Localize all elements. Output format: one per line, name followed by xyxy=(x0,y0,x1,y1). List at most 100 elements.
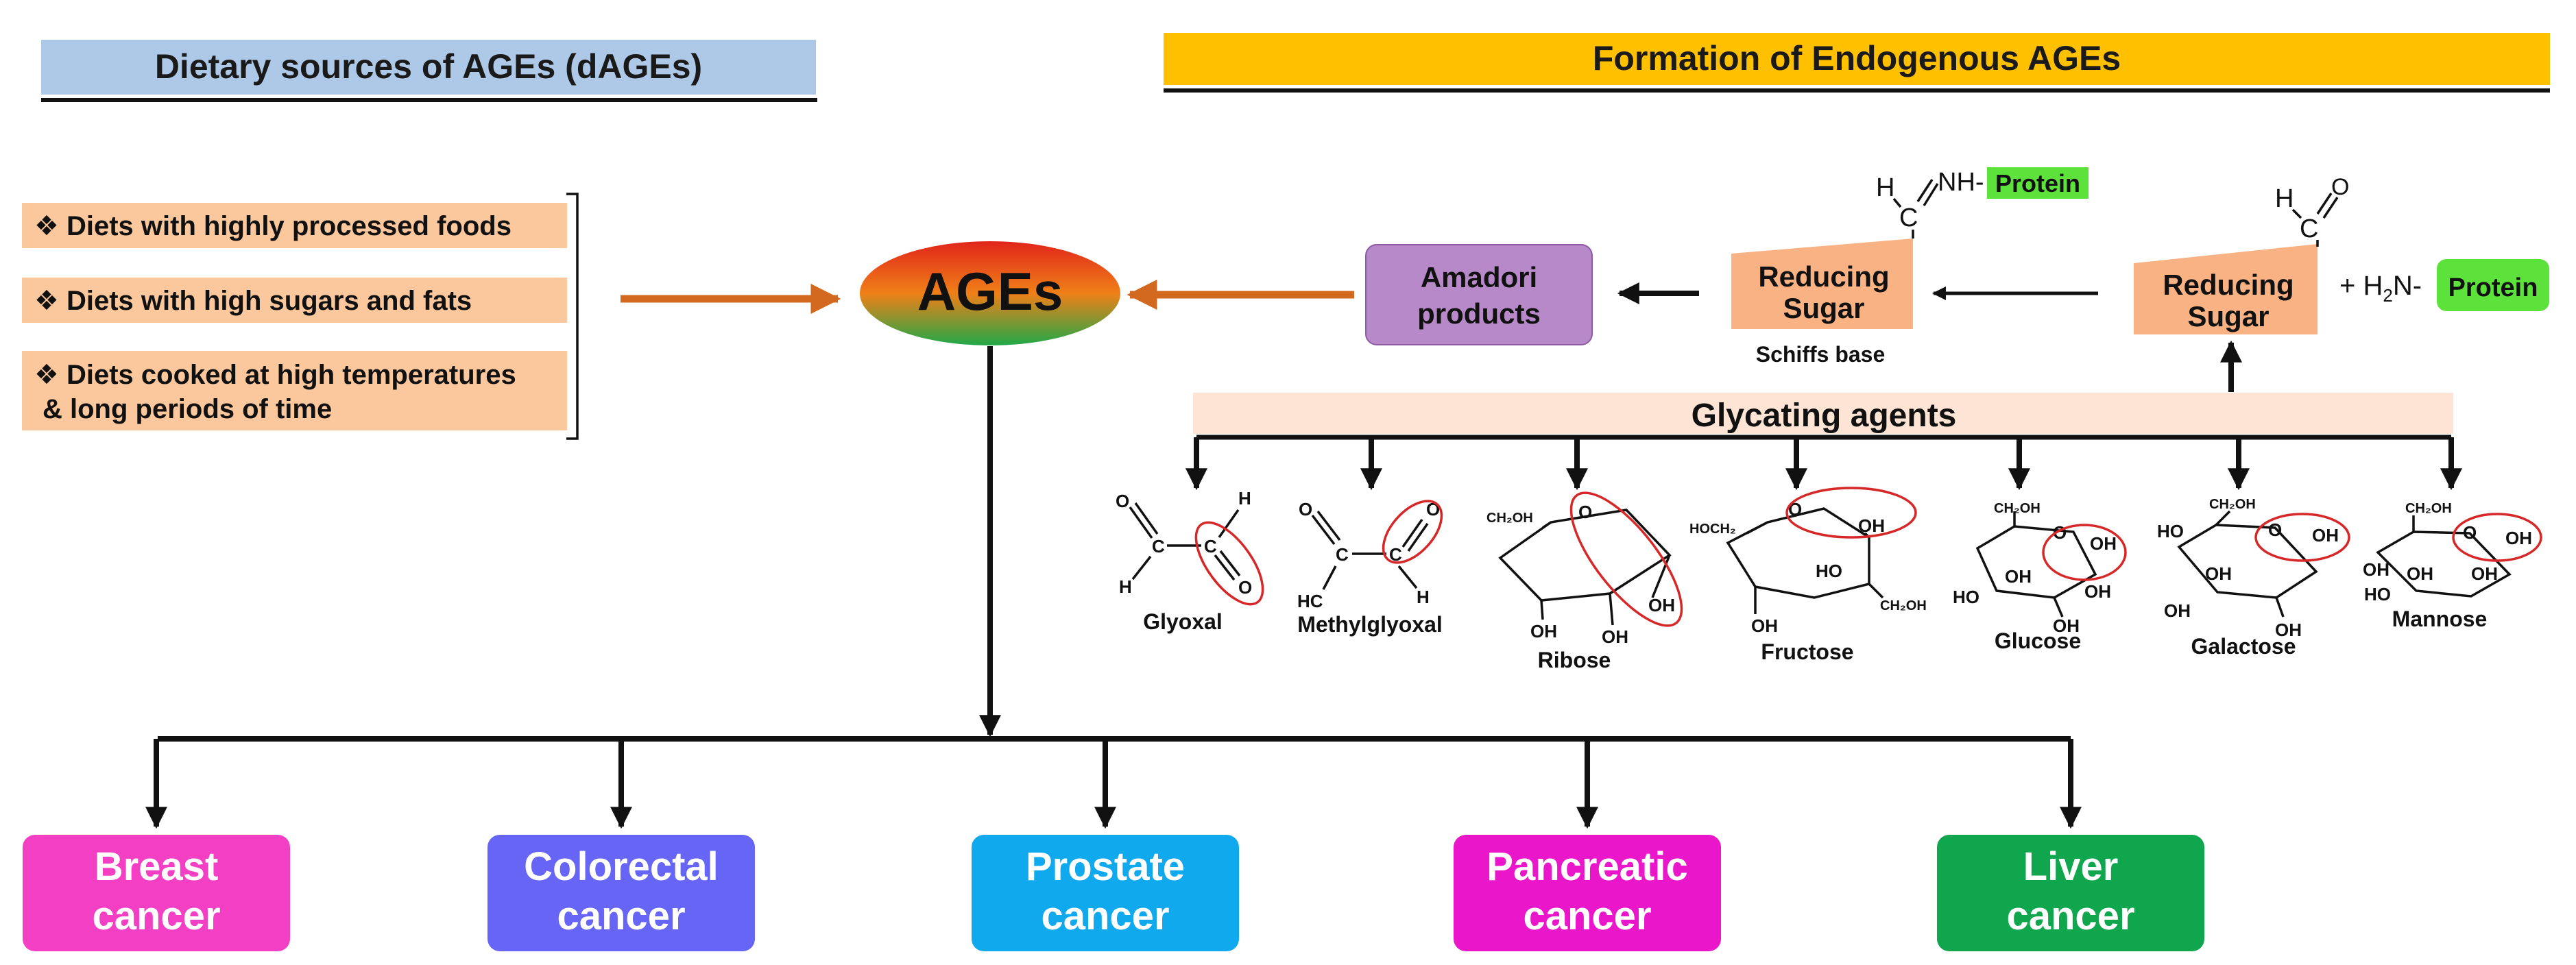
fructose-oh1: OH xyxy=(1858,515,1885,536)
glyoxal-h1: H xyxy=(1119,576,1132,597)
glyoxal-label: Glyoxal xyxy=(1143,609,1223,634)
mgo-c2: C xyxy=(1389,544,1402,565)
galactose-label: Galactose xyxy=(2191,634,2296,659)
cancer-label-word: cancer xyxy=(557,894,685,938)
molecule-galactose: CH₂OH HO O OH OH OH OH Mannose Galactose xyxy=(2157,497,2350,659)
glucose-oh4: OH xyxy=(2053,615,2080,636)
cancer-label-word: cancer xyxy=(2006,894,2134,938)
aldehyde-h-atom: H xyxy=(2275,184,2294,213)
h2-subscript: 2 xyxy=(2383,285,2392,306)
diet-item-sugars-fats: ❖ Diets with high sugars and fats xyxy=(34,286,472,316)
galactose-oh1: OH xyxy=(2312,525,2339,546)
cancer-boxes: BreastcancerColorectalcancerProstatecanc… xyxy=(23,835,2204,951)
glucose-oh2: OH xyxy=(2005,566,2032,587)
schiff-protein-label: Protein xyxy=(1995,169,2080,197)
fructose-ch2oh: CH₂OH xyxy=(1880,598,1927,613)
aldehyde-h-bond xyxy=(2291,208,2302,219)
glucose-oh3: OH xyxy=(2084,581,2111,602)
diet-item-high-temp: ❖ Diets cooked at high temperatures xyxy=(34,360,516,390)
mannose-oh1: OH xyxy=(2505,528,2532,548)
glucose-ho: HO xyxy=(1953,587,1979,607)
glycating-drops xyxy=(1185,437,2462,491)
aldehyde-sugar-label-2: Sugar xyxy=(2187,300,2269,332)
dietary-header: Dietary sources of AGEs (dAGEs) xyxy=(41,40,817,102)
cancer-label-breast: Breast xyxy=(95,844,219,889)
galactose-oh3: OH xyxy=(2164,600,2191,621)
glyoxal-o1: O xyxy=(1116,491,1129,511)
fructose-label: Fructose xyxy=(1761,639,1853,664)
ribose-oh1: OH xyxy=(1648,595,1675,615)
diet-box-2 xyxy=(22,278,567,323)
ribose-ch2oh: CH₂OH xyxy=(1486,511,1533,526)
cancer-drops xyxy=(145,739,2082,829)
diet-box-3 xyxy=(22,351,567,430)
glyoxal-o2: O xyxy=(1238,577,1252,598)
mannose-oh2: OH xyxy=(2407,563,2433,584)
molecule-glyoxal: O C H C H O Glyoxal xyxy=(1116,488,1264,634)
schiff-sugar-label-2: Sugar xyxy=(1783,292,1864,324)
ages-label: AGEs xyxy=(917,261,1063,321)
plus-h2n: + H2N- xyxy=(2339,271,2422,306)
diet-item-long-time: & long periods of time xyxy=(43,394,332,424)
glyoxal-c1: C xyxy=(1152,536,1165,557)
schiff-double-bond-b xyxy=(1923,183,1939,206)
mannose-ho: HO xyxy=(2364,584,2391,604)
molecule-glucose: CH₂OH O OH OH HO OH OH Glucose xyxy=(1953,501,2127,653)
aldehyde-protein-label: Protein xyxy=(2448,273,2538,302)
cancer-box-colorectal: Colorectal cancer xyxy=(487,835,755,951)
aldehyde-c-atom: C xyxy=(2300,215,2318,243)
schiff-protein-tag xyxy=(1987,167,2089,199)
diet-bracket xyxy=(566,193,579,440)
cancer-box-bg xyxy=(23,835,290,951)
mgo-h: H xyxy=(1417,587,1430,607)
fructose-hoch2: HOCH₂ xyxy=(1689,522,1736,537)
galactose-oh4: OH xyxy=(2275,620,2302,640)
diet-item-processed: ❖ Diets with highly processed foods xyxy=(34,211,511,241)
mgo-hc: HC xyxy=(1297,591,1323,611)
fructose-ring xyxy=(1785,487,1917,539)
cancer-box-bg xyxy=(487,835,755,951)
cancer-label-word: cancer xyxy=(1041,894,1169,938)
schiff-nh: NH- xyxy=(1938,168,1984,197)
aldehyde-o-atom: O xyxy=(2331,174,2349,200)
cancer-label-colorectal: Colorectal xyxy=(524,844,719,889)
cancer-box-bg xyxy=(972,835,1239,951)
schiff-base-caption: Schiffs base xyxy=(1756,342,1886,367)
galactose-ring xyxy=(2254,513,2350,562)
dietary-header-title: Dietary sources of AGEs (dAGEs) xyxy=(155,47,702,86)
cancer-label-pancreatic: Pancreatic xyxy=(1486,844,1687,889)
amadori-node: Amadori products xyxy=(1365,244,1593,345)
aldehyde-sugar-label-1: Reducing xyxy=(2163,269,2294,301)
cancer-label-prostate: Prostate xyxy=(1026,844,1185,889)
reducing-sugar-aldehyde: Reducing Sugar H C O + H2N- Protein xyxy=(2134,174,2549,334)
glyoxal-c2: C xyxy=(1204,536,1217,557)
mannose-ring xyxy=(2452,513,2542,562)
glycating-agents: Glycating agents xyxy=(1193,393,2453,440)
n-text: N- xyxy=(2393,271,2422,301)
galactose-o: O xyxy=(2268,520,2282,540)
amadori-label-2: products xyxy=(1417,297,1541,330)
aldehyde-double-bond-b xyxy=(2322,197,2339,219)
fructose-oh2: OH xyxy=(1751,615,1778,636)
glycating-band xyxy=(1193,393,2453,434)
endogenous-header: Formation of Endogenous AGEs xyxy=(1164,33,2550,93)
mannose-oh3: OH xyxy=(2363,559,2390,580)
glyoxal-ring xyxy=(1194,521,1264,606)
diet-box-1 xyxy=(22,203,567,248)
aldehyde-double-bond-a xyxy=(2316,193,2333,215)
cancer-box-bg xyxy=(1454,835,1721,951)
glyoxal-h2: H xyxy=(1238,488,1251,509)
glucose-label: Glucose xyxy=(1995,628,2081,653)
galactose-ho: HO xyxy=(2157,521,2184,541)
galactose-ch2oh: CH₂OH xyxy=(2209,497,2256,512)
ribose-ring xyxy=(1569,491,1683,627)
amadori-label-1: Amadori xyxy=(1421,261,1537,293)
mannose-oh4: OH xyxy=(2471,563,2498,584)
schiff-sugar-box xyxy=(1731,239,1913,329)
schiff-c-atom: C xyxy=(1899,204,1918,232)
galactose-oh2: OH xyxy=(2205,563,2232,584)
schiff-double-bond-a xyxy=(1916,179,1934,202)
